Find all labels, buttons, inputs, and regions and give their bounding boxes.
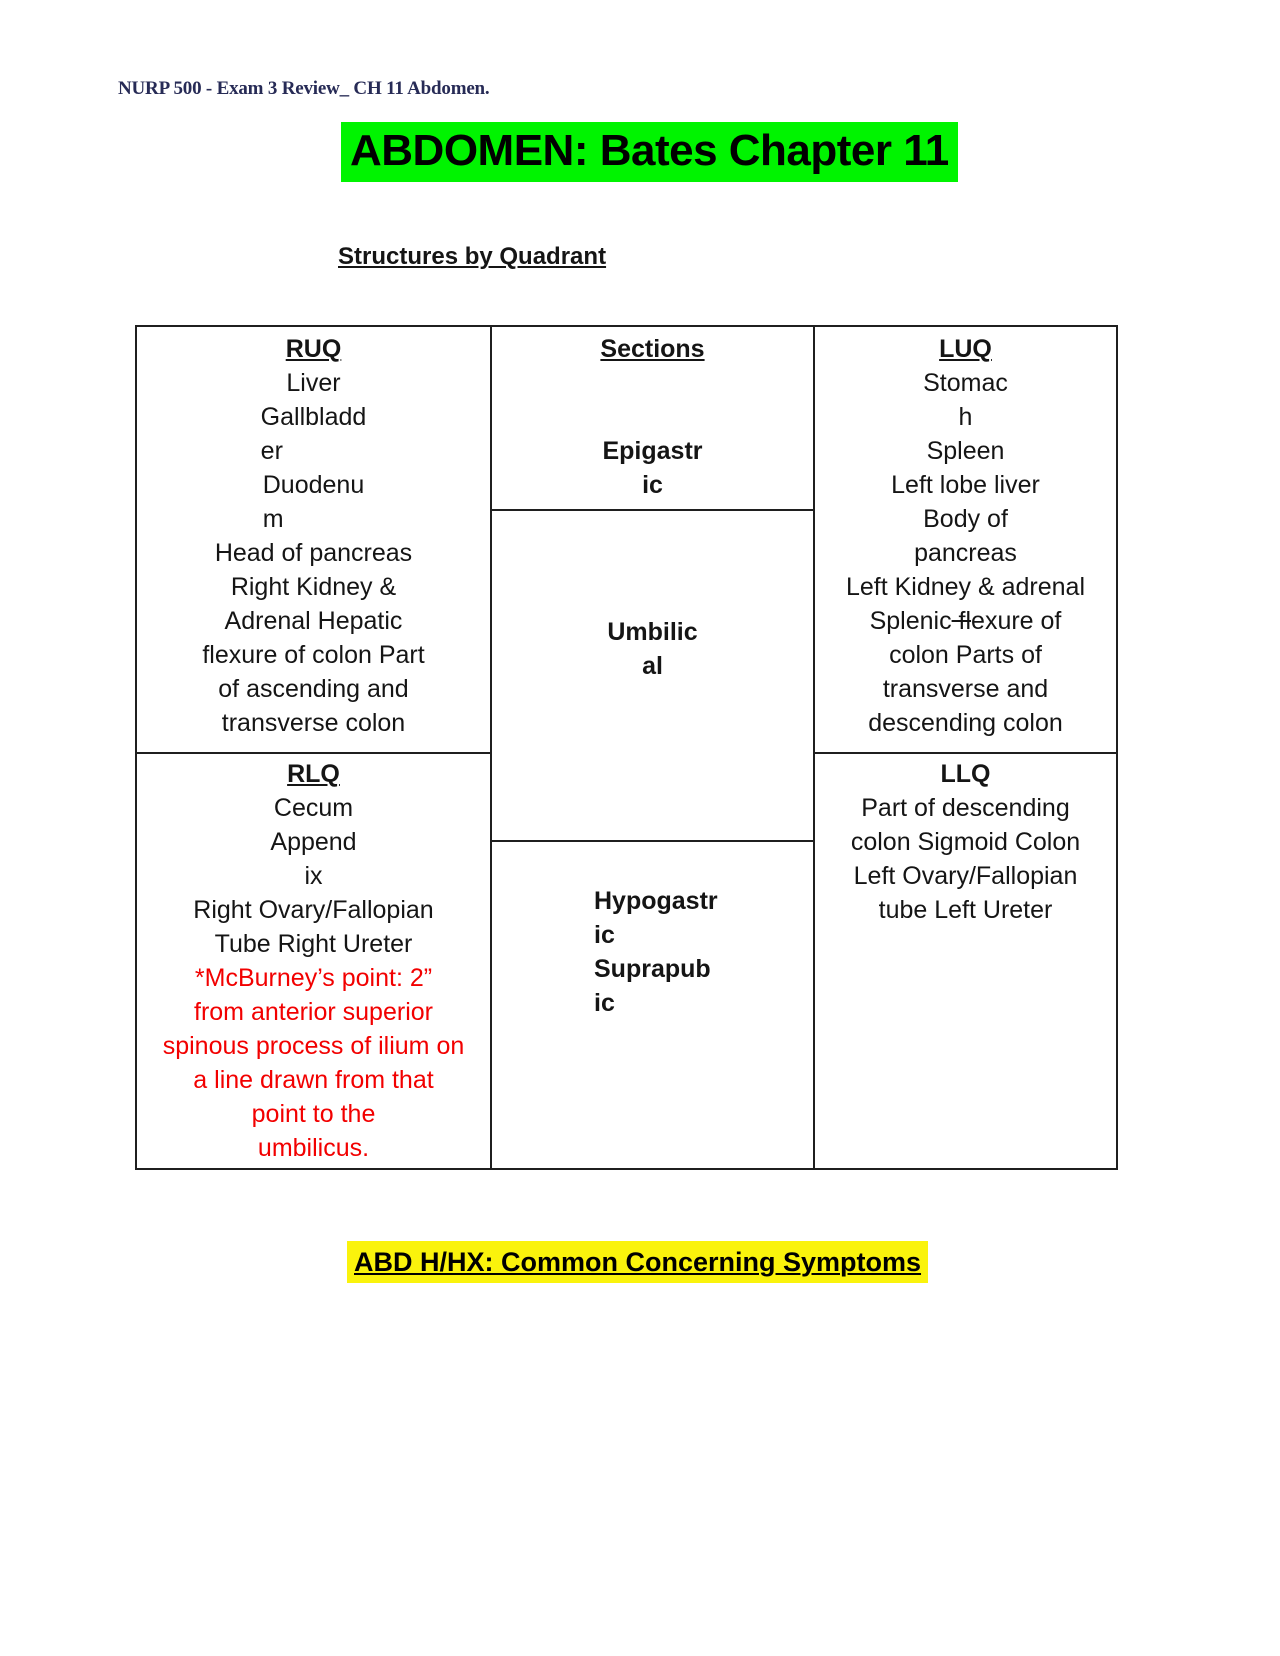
table-line: h (958, 403, 973, 431)
table-line: colon Parts of (889, 641, 1042, 669)
page-title-text: ABDOMEN: Bates Chapter 11 (341, 122, 958, 182)
rlq-cell: RLQ Cecum Append ix Right Ovary/Fallopia… (137, 752, 490, 1168)
umbilical-label: Umbilic al (607, 618, 698, 680)
luq-cell: LUQ Stomac h Spleen Left lobe liver Body… (815, 327, 1116, 752)
column-sections: Sections Epigastr ic Umbilic al Hypogast… (490, 327, 813, 1168)
table-line: Body of (923, 505, 1008, 533)
table-line: of ascending and (218, 675, 409, 703)
table-line: Left Kidney & adrenal (845, 573, 1086, 601)
mcburney-note-line: point to the (251, 1100, 376, 1128)
page-title: ABDOMEN: Bates Chapter 11 (341, 122, 958, 182)
table-line: Left lobe liver (891, 471, 1040, 499)
table-line: Spleen (926, 437, 1005, 465)
luq-header-text: LUQ (939, 335, 992, 363)
rlq-header-text: RLQ (287, 760, 340, 788)
table-line: colon Sigmoid Colon (850, 828, 1081, 856)
mcburney-note-line: from anterior superior (194, 998, 433, 1026)
table-line: Left Ovary/Fallopian (853, 862, 1078, 890)
table-line: Gallbladd er (137, 400, 490, 468)
sections-epigastric-cell: Sections Epigastr ic (492, 327, 813, 509)
table-line: descending colon (868, 709, 1063, 737)
column-ruq-rlq: RUQ Liver Gallbladd er Duodenu m Head of… (137, 327, 490, 1168)
bottom-heading-text: ABD H/HX: Common Concerning Symptoms (347, 1241, 929, 1283)
table-line: Tube Right Ureter (214, 930, 413, 958)
doc-header: NURP 500 - Exam 3 Review_ CH 11 Abdomen. (118, 78, 490, 99)
table-line: Head of pancreas (214, 539, 413, 567)
luq-header: LUQ (815, 332, 1116, 366)
sections-header: Sections (492, 332, 813, 366)
ruq-header: RUQ (137, 332, 490, 366)
table-line: Cecum (273, 794, 354, 822)
rlq-header: RLQ (137, 757, 490, 791)
table-line: pancreas (914, 539, 1017, 567)
table-line: Append (270, 828, 357, 856)
table-line: tube Left Ureter (878, 896, 1053, 924)
table-line: Stomac (923, 369, 1008, 397)
epigastric-label: Epigastr ic (602, 437, 703, 499)
hypogastric-cell: Hypogastr ic Suprapub ic (492, 840, 813, 1168)
section-heading: Structures by Quadrant (338, 243, 606, 271)
table-line: Right Ovary/Fallopian (193, 896, 434, 924)
table-line: flexure of colon Part (202, 641, 425, 669)
ruq-cell: RUQ Liver Gallbladd er Duodenu m Head of… (137, 327, 490, 752)
sections-header-text: Sections (600, 335, 705, 363)
mcburney-note-line: a line drawn from that (193, 1066, 434, 1094)
table-line: ix (304, 862, 323, 890)
umbilical-cell: Umbilic al (492, 509, 813, 840)
table-line: Adrenal Hepatic (224, 607, 403, 635)
llq-cell: LLQ Part of descending colon Sigmoid Col… (815, 752, 1116, 1168)
table-line: transverse colon (221, 709, 406, 737)
table-line: transverse and (882, 675, 1049, 703)
llq-header: LLQ (940, 760, 991, 788)
splenic-strikethrough: fl (951, 607, 972, 635)
ruq-header-text: RUQ (285, 335, 342, 363)
mcburney-note-line: *McBurney’s point: 2” (194, 964, 433, 992)
wrapped-word: Gallbladd er (260, 403, 367, 465)
hypogastric-label: Hypogastr ic Suprapub ic (594, 887, 718, 1017)
splenic-text: Splenic (869, 607, 952, 635)
table-line: Part of descending (861, 794, 1070, 822)
table-line: Right Kidney & (230, 573, 397, 601)
quadrant-table: RUQ Liver Gallbladd er Duodenu m Head of… (135, 325, 1118, 1170)
mcburney-note-line: spinous process of ilium on (162, 1032, 465, 1060)
wrapped-word: Duodenu m (262, 471, 365, 533)
table-line: Duodenu m (137, 468, 490, 536)
table-line: Liver (286, 369, 341, 397)
bottom-heading: ABD H/HX: Common Concerning Symptoms (347, 1241, 929, 1283)
mcburney-note-line: umbilicus. (257, 1134, 370, 1162)
column-luq-llq: LUQ Stomac h Spleen Left lobe liver Body… (813, 327, 1116, 1168)
section-heading-text: Structures by Quadrant (338, 243, 607, 270)
table-line-splenic: Splenic flexure of (815, 604, 1116, 638)
splenic-text: exure of (971, 607, 1062, 635)
